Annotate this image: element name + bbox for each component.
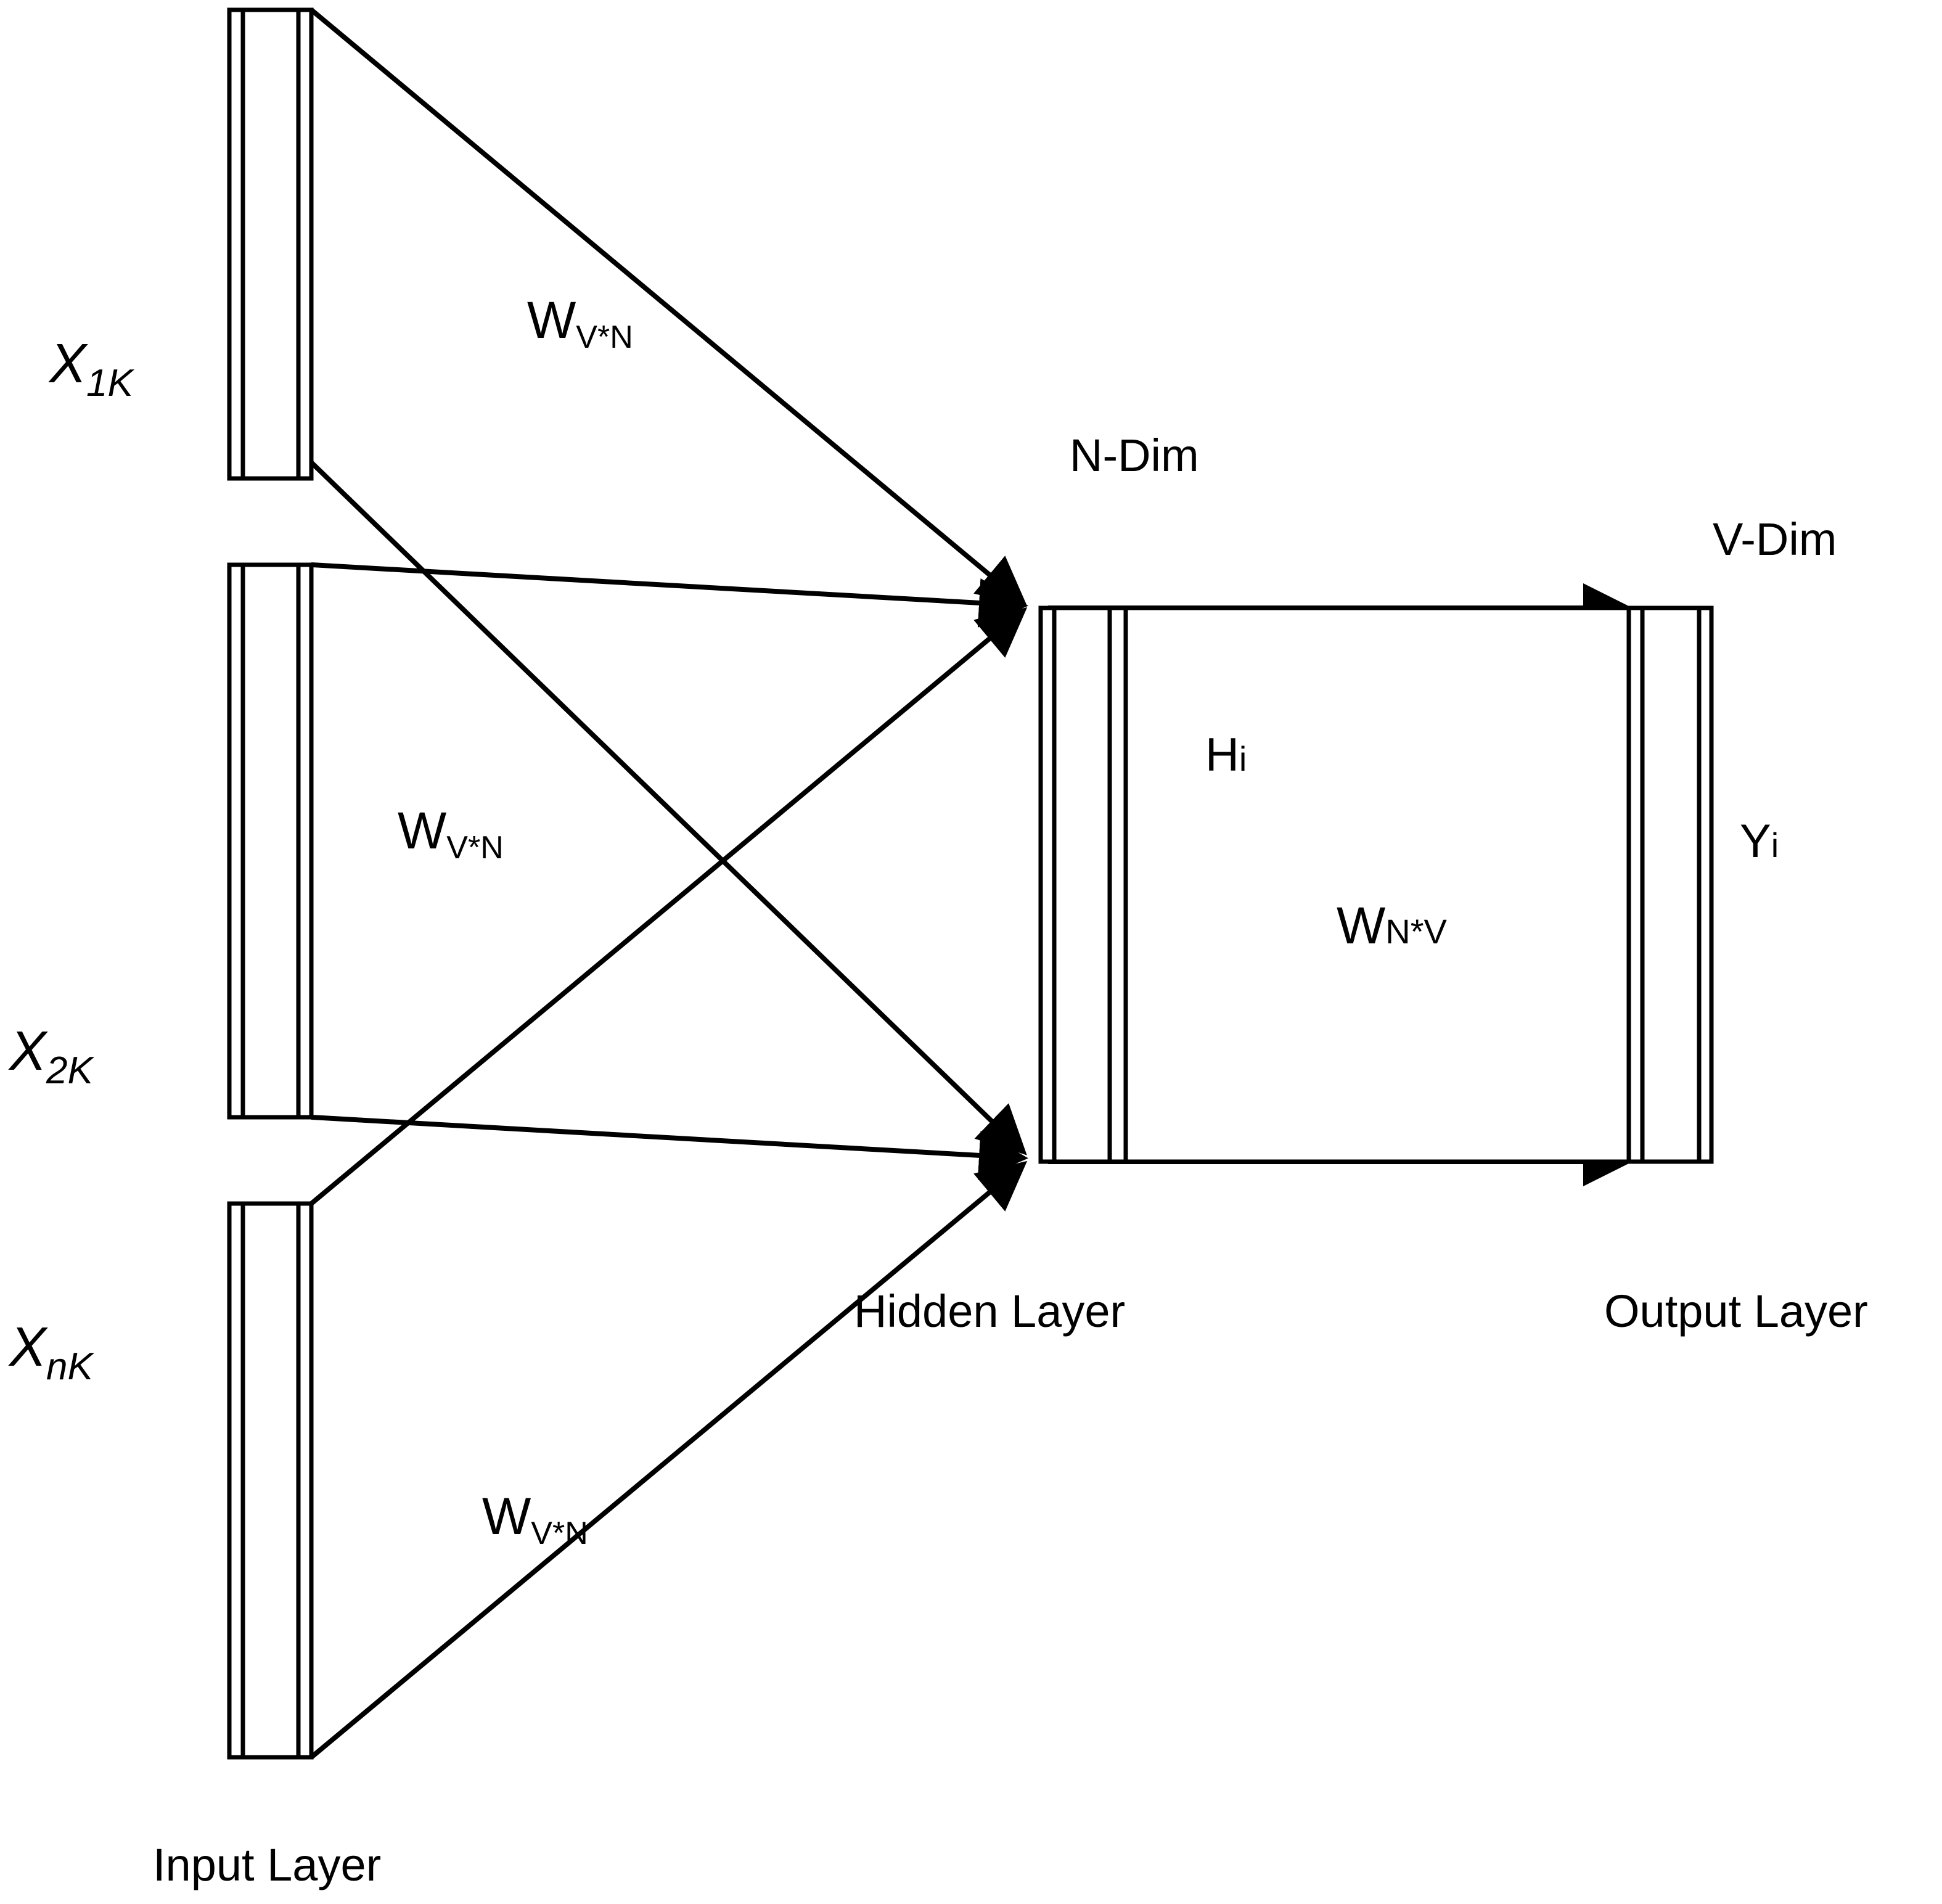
hidden-layer-title: Hidden Layer xyxy=(854,1286,1125,1337)
output-layer-title: Output Layer xyxy=(1604,1286,1868,1337)
input-vector-x1 xyxy=(227,7,314,481)
arrow-x2-bottom-to-hidden xyxy=(311,1115,1028,1180)
input-label-xn: XnK xyxy=(8,1316,95,1388)
input-vector-x2 xyxy=(227,562,314,1120)
arrow-x1-bottom-to-hidden xyxy=(309,461,1027,1155)
input-vector-xn xyxy=(227,1201,314,1760)
weight-label-middle: WV*N xyxy=(398,802,504,866)
arrow-x2-top-to-hidden xyxy=(311,562,1028,628)
output-value-label: Yi xyxy=(1740,815,1779,868)
arrow-xn-bottom-to-hidden xyxy=(309,1160,1028,1760)
weight-label-output: WN*V xyxy=(1337,897,1448,954)
hidden-state-label: Hi xyxy=(1205,729,1247,781)
input-label-x1: X1K xyxy=(48,333,135,404)
input-label-x2: X2K xyxy=(8,1020,95,1092)
weight-label-top: WV*N xyxy=(527,291,633,355)
input-layer-title: Input Layer xyxy=(153,1839,381,1890)
weight-label-bottom: WV*N xyxy=(482,1487,588,1551)
arrow-x1-top-to-hidden xyxy=(309,7,1028,607)
hidden-layer-block xyxy=(1038,605,1631,1164)
output-vector xyxy=(1626,605,1714,1164)
arrow-xn-top-to-hidden xyxy=(309,607,1028,1206)
v-dim-label: V-Dim xyxy=(1713,514,1837,565)
n-dim-label: N-Dim xyxy=(1070,430,1199,481)
